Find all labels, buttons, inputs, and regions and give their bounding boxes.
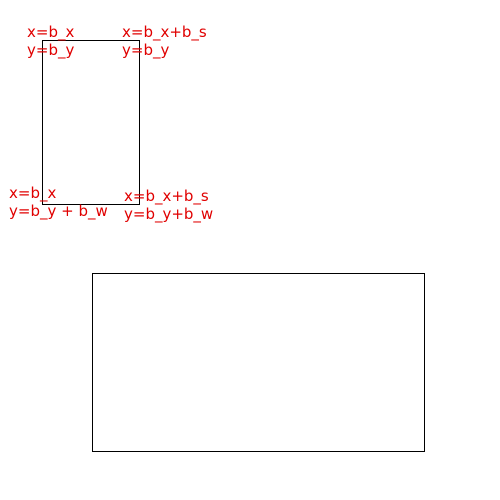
bottom-left-corner-label: x=b_x y=b_y + b_w — [9, 184, 108, 220]
top-left-x-label: x=b_x — [27, 23, 75, 41]
upper-rectangle — [42, 40, 140, 205]
lower-rectangle — [92, 273, 425, 452]
bottom-right-y-label: y=b_y+b_w — [124, 205, 214, 223]
top-right-corner-label: x=b_x+b_s y=b_y — [122, 23, 207, 59]
bottom-left-x-label: x=b_x — [9, 184, 57, 202]
bottom-right-corner-label: x=b_x+b_s y=b_y+b_w — [124, 187, 213, 223]
top-left-corner-label: x=b_x y=b_y — [27, 23, 74, 59]
bottom-right-x-label: x=b_x+b_s — [124, 187, 209, 205]
top-right-x-label: x=b_x+b_s — [122, 23, 207, 41]
top-right-y-label: y=b_y — [122, 41, 170, 59]
top-left-y-label: y=b_y — [27, 41, 75, 59]
bottom-left-y-label: y=b_y + b_w — [9, 202, 108, 220]
